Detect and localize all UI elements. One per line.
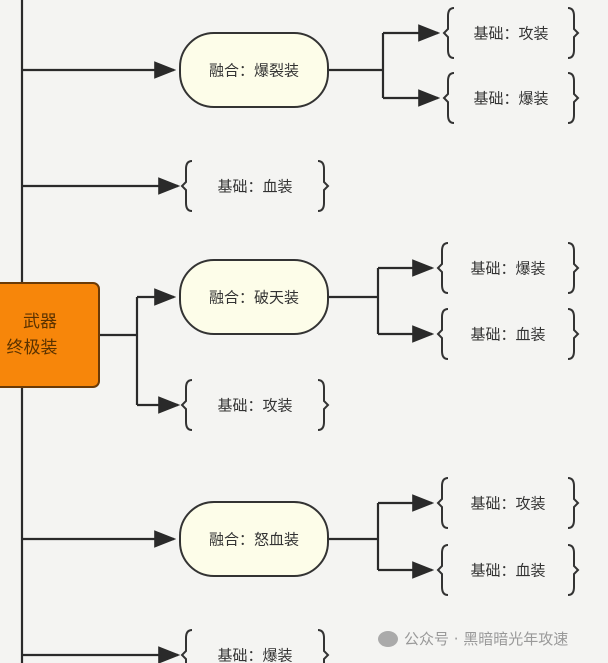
node-label: 基础：爆装	[470, 260, 545, 278]
watermark: 公众号 · 黑暗暗光年攻速	[378, 628, 568, 649]
node-label: 基础：爆装	[217, 647, 292, 663]
basic-node[interactable]: 基础：攻装	[180, 379, 330, 431]
basic-node[interactable]: 基础：爆装	[442, 72, 580, 124]
node-label: 基础：血装	[470, 562, 545, 580]
brace-shape	[180, 160, 330, 212]
basic-node[interactable]: 基础：爆装	[436, 242, 580, 294]
basic-node[interactable]: 基础：血装	[436, 308, 580, 360]
brace-shape	[442, 7, 580, 59]
root-node[interactable]: 武器 终极装	[0, 282, 100, 388]
watermark-text: 公众号 · 黑暗暗光年攻速	[404, 630, 569, 648]
brace-shape	[180, 379, 330, 431]
brace-shape	[436, 477, 580, 529]
node-label: 融合：怒血装	[209, 531, 299, 549]
node-label: 基础：爆装	[473, 90, 548, 108]
fusion-node[interactable]: 融合：怒血装	[179, 501, 329, 577]
basic-node[interactable]: 基础：血装	[180, 160, 330, 212]
connector	[328, 268, 432, 334]
node-label: 基础：血装	[217, 178, 292, 196]
basic-node[interactable]: 基础：爆装	[180, 629, 330, 663]
root-label-line1: 武器	[23, 312, 57, 332]
node-label: 融合：破天装	[209, 289, 299, 307]
node-label: 基础：攻装	[473, 25, 548, 43]
connector	[328, 503, 432, 570]
node-label: 基础：血装	[470, 326, 545, 344]
brace-shape	[436, 308, 580, 360]
fusion-node[interactable]: 融合：爆裂装	[179, 32, 329, 108]
brace-shape	[436, 544, 580, 596]
brace-shape	[436, 242, 580, 294]
brace-shape	[442, 72, 580, 124]
wechat-icon	[378, 630, 398, 647]
node-label: 融合：爆裂装	[209, 62, 299, 80]
fusion-node[interactable]: 融合：破天装	[179, 259, 329, 335]
brace-shape	[180, 629, 330, 663]
basic-node[interactable]: 基础：攻装	[442, 7, 580, 59]
connector	[328, 33, 438, 98]
basic-node[interactable]: 基础：攻装	[436, 477, 580, 529]
connector	[99, 297, 174, 405]
node-label: 基础：攻装	[470, 495, 545, 513]
basic-node[interactable]: 基础：血装	[436, 544, 580, 596]
root-label-line2: 终极装	[7, 338, 58, 358]
node-label: 基础：攻装	[217, 397, 292, 415]
